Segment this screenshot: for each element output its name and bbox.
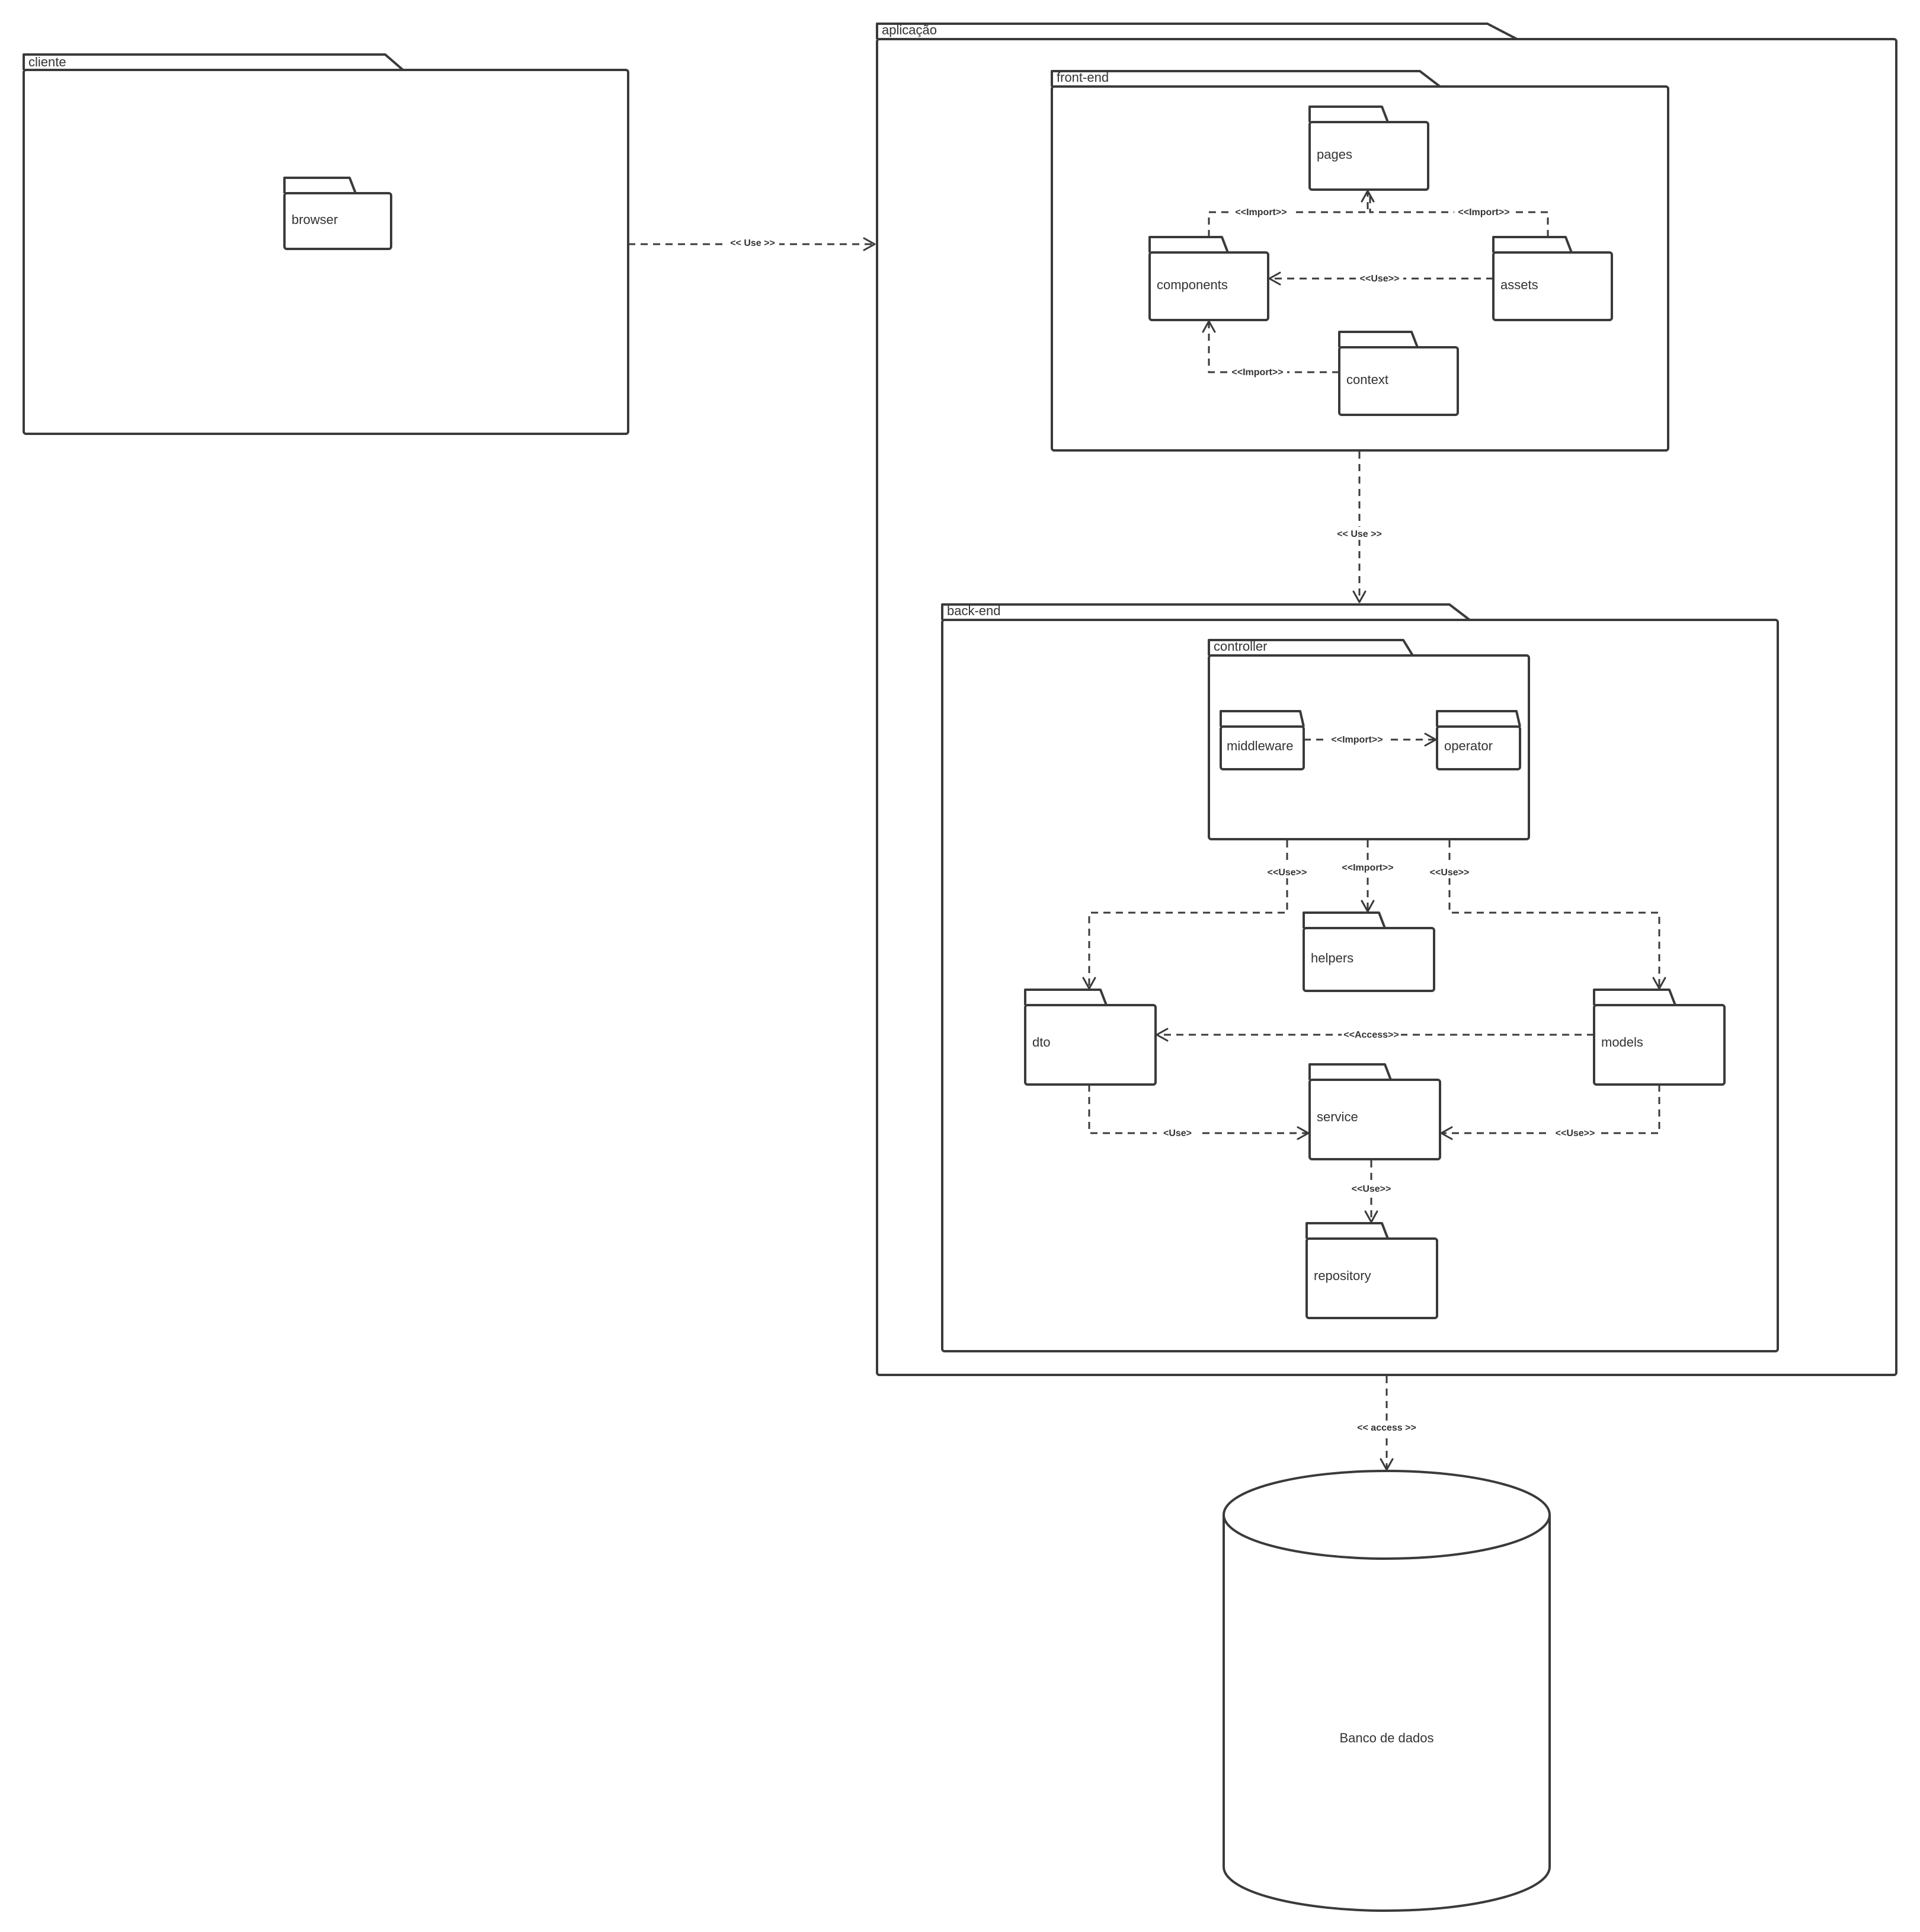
package-operator[interactable]: operator <box>1436 710 1521 770</box>
edge-label-middleware-operator: <<Import>> <box>1331 735 1383 745</box>
edge-cliente-aplicacao: << Use >> <box>628 236 876 251</box>
package-cliente-title: cliente <box>28 55 66 69</box>
package-models-title: models <box>1601 1035 1643 1050</box>
package-back-end-title: back-end <box>947 603 1001 618</box>
package-components-title: components <box>1157 277 1228 292</box>
edge-label-context-components: <<Import>> <box>1231 367 1283 378</box>
edge-label-frontend-backend: << Use >> <box>1337 529 1382 539</box>
package-controller[interactable]: controller <box>1208 639 1530 840</box>
package-assets[interactable]: assets <box>1492 236 1613 321</box>
edge-label-models-service: <<Use>> <box>1556 1128 1595 1138</box>
edge-controller-models: <<Use>> <box>1426 840 1666 990</box>
package-repository[interactable]: repository <box>1305 1222 1438 1319</box>
package-components[interactable]: components <box>1148 236 1269 321</box>
edge-assets-components: <<Use>> <box>1268 271 1493 286</box>
edge-frontend-backend: << Use >> <box>1332 452 1387 603</box>
edge-label-assets-components: <<Use>> <box>1360 274 1400 284</box>
edge-controller-helpers: <<Import>> <box>1338 840 1397 913</box>
package-front-end[interactable]: front-end <box>1051 70 1669 452</box>
edge-context-components: <<Import>> <box>1202 320 1339 378</box>
package-service-title: service <box>1317 1109 1358 1124</box>
package-middleware-title: middleware <box>1227 738 1294 753</box>
edge-aplicacao-banco: << access >> <box>1351 1376 1422 1471</box>
package-pages[interactable]: pages <box>1308 105 1429 191</box>
package-browser-title: browser <box>292 212 338 227</box>
edge-controller-dto: <<Use>> <box>1082 840 1311 990</box>
package-cliente[interactable]: cliente <box>23 53 629 435</box>
edge-label-controller-dto: <<Use>> <box>1268 868 1307 878</box>
package-dto-title: dto <box>1032 1035 1051 1050</box>
package-service[interactable]: service <box>1308 1063 1441 1160</box>
edge-dto-service: <Use> <box>1088 1085 1310 1140</box>
package-middleware[interactable]: middleware <box>1220 710 1305 770</box>
package-assets-title: assets <box>1500 277 1538 292</box>
package-helpers[interactable]: helpers <box>1303 911 1435 992</box>
edge-service-repository: <<Use>> <box>1348 1160 1395 1223</box>
package-context-title: context <box>1346 372 1388 387</box>
edge-label-controller-helpers: <<Import>> <box>1342 863 1393 873</box>
package-controller-title: controller <box>1214 639 1267 654</box>
edge-middleware-operator: <<Import>> <box>1304 733 1437 747</box>
edge-label-assets-pages: <<Import>> <box>1458 207 1509 217</box>
package-models[interactable]: models <box>1593 989 1726 1086</box>
package-pages-title: pages <box>1317 147 1352 162</box>
package-helpers-title: helpers <box>1311 951 1353 965</box>
database-name: Banco de dados <box>1339 1731 1433 1745</box>
edge-assets-pages: <<Import>> <box>1369 191 1549 237</box>
edge-label-dto-service: <Use> <box>1163 1128 1192 1138</box>
database-banco-de-dados[interactable]: Banco de dados <box>1223 1470 1551 1912</box>
edge-label-cliente-aplicacao: << Use >> <box>730 238 775 248</box>
package-operator-title: operator <box>1444 738 1493 753</box>
package-aplicacao-title: aplicação <box>882 23 937 37</box>
package-front-end-title: front-end <box>1057 70 1109 85</box>
package-context[interactable]: context <box>1338 331 1459 416</box>
package-repository-title: repository <box>1314 1268 1371 1283</box>
edge-label-controller-models: <<Use>> <box>1430 868 1470 878</box>
package-dto[interactable]: dto <box>1024 989 1157 1086</box>
edge-models-dto: <<Access>> <box>1156 1028 1594 1042</box>
edge-models-service: <<Use>> <box>1440 1085 1660 1140</box>
edge-label-components-pages: <<Import>> <box>1235 207 1287 217</box>
edge-label-aplicacao-banco: << access >> <box>1357 1423 1416 1433</box>
edge-label-service-repository: <<Use>> <box>1352 1184 1391 1194</box>
package-browser[interactable]: browser <box>283 177 392 250</box>
edge-components-pages: <<Import>> <box>1208 190 1375 237</box>
edge-label-models-dto: <<Access>> <box>1343 1030 1399 1040</box>
